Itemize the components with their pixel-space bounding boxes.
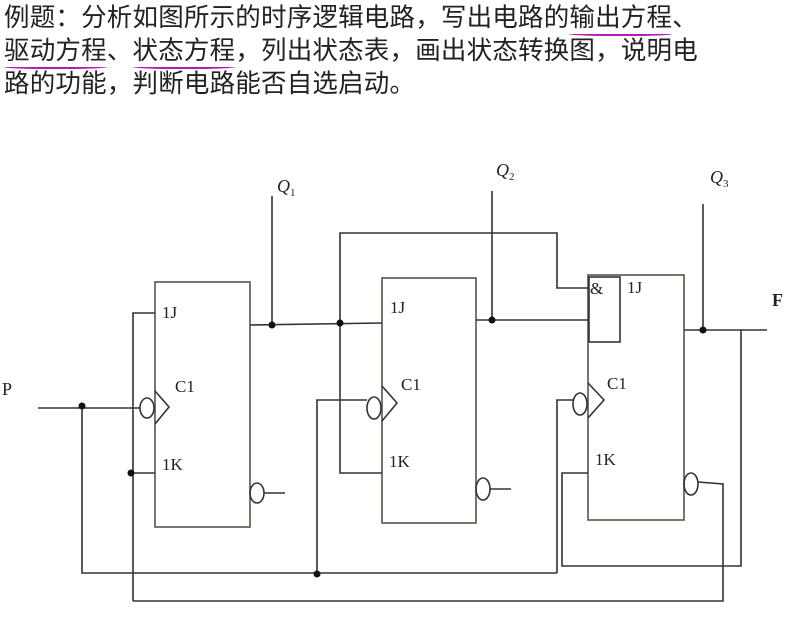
ff2-k-label: 1K: [389, 452, 411, 471]
ff3-qbar-bubble-icon: [683, 472, 699, 496]
ff3-k-feedback-wire: [561, 330, 742, 567]
ff1-clock-inversion-bubble-icon: [139, 397, 155, 419]
wires: [38, 191, 767, 602]
q2-label: Q2: [496, 160, 515, 183]
q3-label: Q3: [710, 167, 729, 190]
problem-line-3: 路的功能，判断电路能否自选启动。: [4, 69, 416, 99]
problem-text: 例题：分析如图所示的时序逻辑电路，写出电路的: [4, 3, 570, 33]
highlight-state-equation: 状态方程: [132, 36, 236, 66]
highlight-output-equation: 输出方程: [569, 3, 673, 33]
input-p-label: P: [2, 379, 12, 399]
output-f-label: F: [772, 290, 783, 310]
ff3-clock-triangle-icon: [587, 382, 606, 419]
ff2-clock-triangle-icon: [381, 385, 399, 422]
ff3-clk-label: C1: [607, 374, 627, 393]
ff1-clk-label: C1: [175, 377, 195, 396]
ff2-clk-label: C1: [401, 375, 421, 394]
flipflop-1-body: [154, 281, 251, 528]
problem-line-2: 驱动方程、状态方程，列出状态表，画出状态转换图，说明电: [4, 35, 804, 68]
ff2-k-wire: [339, 323, 382, 474]
junction-dot: [127, 469, 135, 477]
and-gate-box: [588, 276, 621, 343]
ff3-clock-wire: [556, 399, 573, 573]
clock-bus-wire: [81, 408, 557, 574]
ff1-j-label: 1J: [162, 303, 178, 322]
q1-label: Q1: [277, 176, 296, 199]
flipflop-3: & 1J C1 1K: [572, 274, 699, 521]
ff2-clock-wire: [316, 399, 367, 573]
problem-text: 、: [106, 36, 133, 66]
flipflop-2-body: [381, 277, 477, 524]
flipflop-3-body: [587, 274, 685, 521]
ff1-j-feed-wire: [132, 312, 155, 601]
ff3-j-label: 1J: [627, 278, 643, 297]
ff2-j-label: 1J: [390, 298, 406, 317]
ff1-qbar-bubble-icon: [249, 482, 265, 504]
junction-dot: [488, 316, 496, 324]
junction-dot: [268, 321, 276, 329]
problem-text: ，列出状态表，画出状态转换图，说明电: [235, 36, 698, 66]
junction-dot: [313, 570, 321, 578]
ff3-clock-inversion-bubble-icon: [572, 392, 588, 416]
ff3-k-label: 1K: [595, 450, 617, 469]
ff2-clock-inversion-bubble-icon: [366, 396, 382, 420]
ff1-k-label: 1K: [162, 455, 184, 474]
junction-dot: [336, 319, 344, 327]
problem-statement: 例题：分析如图所示的时序逻辑电路，写出电路的输出方程、 驱动方程、状态方程，列出…: [4, 2, 804, 101]
highlight-drive-equation: 驱动方程: [4, 36, 107, 66]
ff2-qbar-bubble-icon: [475, 477, 491, 501]
q3bar-feedback-bus-wire: [133, 481, 724, 602]
q1-to-and-gate-wire: [339, 232, 589, 323]
and-gate-label: &: [590, 279, 603, 298]
problem-line-1: 例题：分析如图所示的时序逻辑电路，写出电路的输出方程、: [4, 2, 804, 35]
flipflop-1: 1J C1 1K: [139, 281, 285, 528]
junction-dot: [78, 402, 86, 410]
flipflop-2: 1J C1 1K: [366, 277, 511, 524]
problem-text: 、: [672, 3, 698, 33]
ff1-clock-triangle-icon: [154, 390, 171, 425]
junctions: [78, 316, 707, 578]
junction-dot: [699, 326, 707, 334]
